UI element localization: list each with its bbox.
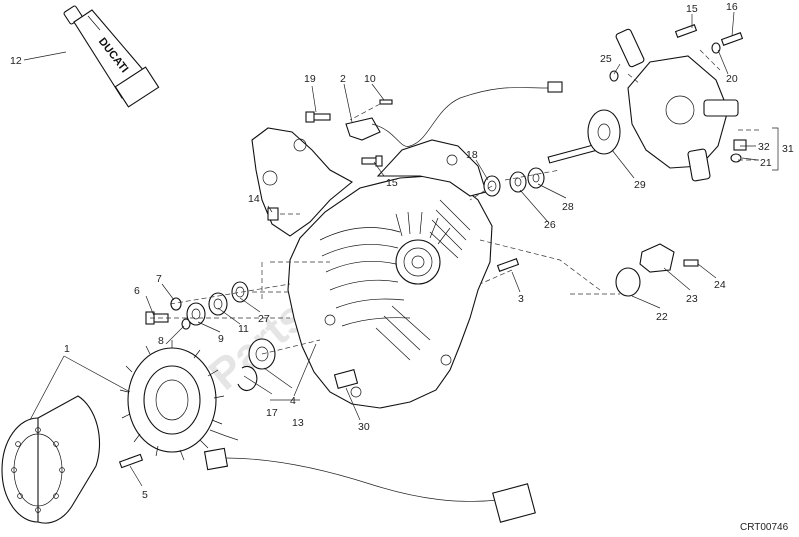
washer-21-part[interactable] [730,153,742,163]
callout-9[interactable]: 9 [218,333,224,345]
callout-22[interactable]: 22 [656,311,668,323]
plug-32-part[interactable] [733,139,747,151]
bush-14-part[interactable] [267,207,279,221]
callout-12[interactable]: 12 [10,55,22,67]
callout-3[interactable]: 3 [518,293,524,305]
callout-10[interactable]: 10 [364,73,376,85]
guide-lines [150,49,760,355]
callout-2[interactable]: 2 [340,73,346,85]
callout-19[interactable]: 19 [304,73,316,85]
callout-21[interactable]: 21 [760,157,772,169]
callout-11[interactable]: 11 [238,323,249,335]
callout-27[interactable]: 27 [258,313,270,325]
callout-17[interactable]: 17 [266,407,278,419]
washer-25-part[interactable] [609,70,619,82]
bearing-9-part[interactable] [186,302,206,326]
callout-18[interactable]: 18 [466,149,478,161]
callout-26[interactable]: 26 [544,219,556,231]
sealant-tube-part[interactable]: DUCATI [63,5,160,108]
bearing-26-part[interactable] [509,171,527,193]
water-pump-cover-31-part[interactable] [615,28,739,182]
callout-31[interactable]: 31 [782,143,794,155]
callout-15a[interactable]: 15 [386,177,398,189]
callout-6[interactable]: 6 [134,285,140,297]
seal-27-part[interactable] [231,281,249,303]
callout-14[interactable]: 14 [248,193,260,205]
callout-23[interactable]: 23 [686,293,698,305]
callout-32[interactable]: 32 [758,141,770,153]
grommet-30-part[interactable] [333,368,359,390]
screw-15b-part[interactable] [674,24,698,38]
generator-rotor-part[interactable] [1,395,101,524]
bearing-11-part[interactable] [208,292,228,316]
bolt-5-part[interactable] [118,453,144,469]
screw-19-part[interactable] [305,111,331,123]
callout-4[interactable]: 4 [290,395,296,407]
pump-shaft-29-part[interactable] [547,109,621,164]
generator-cover-part[interactable] [251,127,493,409]
bearing-28-part[interactable] [527,167,545,189]
screw-3-part[interactable] [496,258,520,272]
flange-23-part[interactable] [639,243,675,273]
callout-24[interactable]: 24 [714,279,726,291]
callout-16[interactable]: 16 [726,1,738,13]
o-ring-8-part[interactable] [181,318,191,330]
callout-8[interactable]: 8 [158,335,164,347]
callout-15b[interactable]: 15 [686,3,698,15]
sensor-bracket-2-part[interactable] [345,81,563,147]
screw-10-part[interactable] [379,99,393,105]
callout-20[interactable]: 20 [726,73,738,85]
screw-15-part[interactable] [361,155,383,167]
callout-1[interactable]: 1 [64,343,70,355]
callout-5[interactable]: 5 [142,489,148,501]
drawing-code: CRT00746 [740,522,789,533]
o-ring-22-part[interactable] [615,267,641,297]
screw-16-part[interactable] [720,32,744,46]
washer-7-part[interactable] [170,297,182,311]
callout-7[interactable]: 7 [156,273,162,285]
callout-30[interactable]: 30 [358,421,370,433]
bolt-6-part[interactable] [145,311,169,325]
callout-29[interactable]: 29 [634,179,646,191]
callout-25[interactable]: 25 [600,53,612,65]
callout-leaders [23,11,759,487]
stator-part[interactable] [119,340,536,523]
screw-24-part[interactable] [683,259,699,267]
callout-28[interactable]: 28 [562,201,574,213]
callout-13[interactable]: 13 [292,417,304,429]
bracket-31 [772,127,779,171]
